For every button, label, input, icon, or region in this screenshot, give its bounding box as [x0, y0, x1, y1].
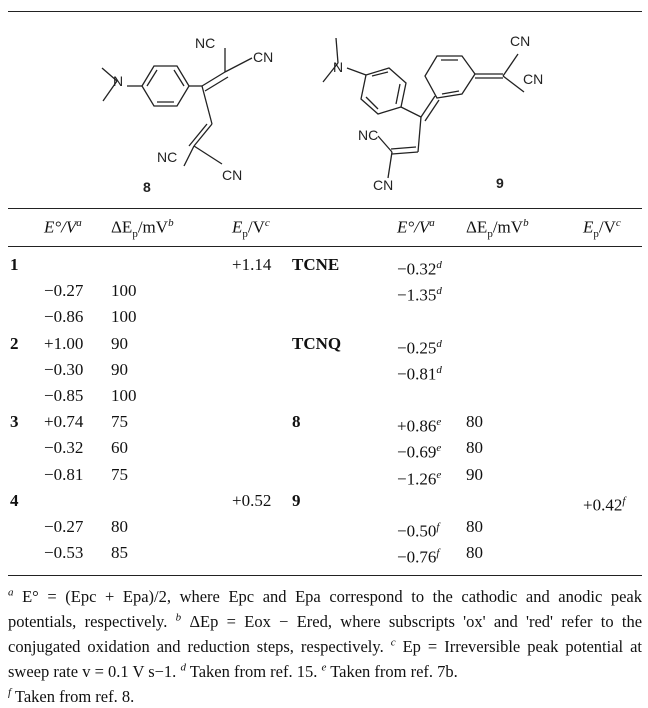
- left-row-7-e0: −0.32: [44, 438, 84, 458]
- structure-8-n: N: [113, 73, 123, 89]
- left-row-0-ep: +1.14: [232, 255, 272, 274]
- left-row-4-dep: 90: [111, 359, 128, 379]
- header-left-e0: E°/Va: [44, 217, 82, 237]
- left-row-2-dep: 100: [111, 307, 137, 327]
- left-row-11-e0: −0.53: [44, 543, 84, 563]
- left-row-0-compound: 1: [10, 255, 19, 274]
- left-row-8-e0: −0.81: [44, 464, 84, 484]
- left-row-1-e0: −0.27: [44, 281, 84, 301]
- right-row-0-e0: −0.32d: [397, 259, 442, 279]
- right-row-10-dep: 80: [466, 517, 483, 536]
- right-row-11-e0: −0.76f: [397, 547, 440, 567]
- left-row-3-dep: 90: [111, 333, 128, 353]
- structure-8-number: 8: [143, 179, 151, 195]
- structure-9-cn-top: CN: [510, 33, 530, 49]
- structure-9-nc-bottom: NC: [358, 127, 378, 143]
- table-bottom-rule: [8, 575, 642, 576]
- left-row-10-dep: 80: [111, 517, 128, 536]
- right-row-6-compound: 8: [292, 412, 301, 432]
- footnote-b: b ΔEp = Eox − Ered, where subscripts 'ox…: [8, 611, 643, 656]
- structure-9-cn-bottom: CN: [373, 177, 393, 193]
- right-row-8-dep: 90: [466, 464, 483, 484]
- left-row-5-e0: −0.85: [44, 386, 84, 405]
- left-row-10-e0: −0.27: [44, 517, 84, 536]
- structure-8-nc-bottom: NC: [157, 149, 177, 165]
- right-row-0-compound: TCNE: [292, 255, 340, 274]
- right-row-7-dep: 80: [466, 438, 483, 458]
- left-row-9-compound: 4: [10, 490, 19, 510]
- left-row-9-ep: +0.52: [232, 490, 272, 510]
- right-row-9-ep: +0.42f: [583, 494, 626, 515]
- structure-8-nc-top: NC: [195, 35, 215, 51]
- structure-8-cn-top: CN: [253, 49, 273, 65]
- right-row-3-e0: −0.25d: [397, 337, 442, 358]
- header-right-delta-ep: ΔEp/mVb: [466, 217, 529, 241]
- header-left-ep: Ep/Vc: [232, 217, 270, 241]
- left-row-8-dep: 75: [111, 464, 128, 484]
- right-row-1-e0: −1.35d: [397, 285, 442, 305]
- left-row-6-e0: +0.74: [44, 412, 84, 432]
- left-row-11-dep: 85: [111, 543, 128, 563]
- header-top-rule: [8, 208, 642, 209]
- left-row-4-e0: −0.30: [44, 359, 84, 379]
- left-row-2-e0: −0.86: [44, 307, 84, 327]
- right-row-3-compound: TCNQ: [292, 333, 342, 353]
- right-row-6-e0: +0.86e: [397, 416, 442, 436]
- left-row-3-e0: +1.00: [44, 333, 84, 353]
- footnote-e: e Taken from ref. 7b.: [321, 661, 458, 681]
- left-row-5-dep: 100: [111, 386, 137, 405]
- footnote-d: d Taken from ref. 15.: [180, 661, 318, 681]
- structure-9-cn-right: CN: [523, 71, 543, 87]
- left-row-7-dep: 60: [111, 438, 128, 458]
- header-right-e0: E°/Va: [397, 217, 435, 237]
- left-row-1-dep: 100: [111, 281, 137, 301]
- structures-panel: N NC CN NC CN 8 N CN CN NC CN 9: [101, 33, 543, 195]
- table-top-rule: [8, 11, 642, 13]
- footnotes: a E° = (Epc + Epa)/2, where Epc and Epa …: [8, 582, 642, 707]
- left-row-6-compound: 3: [10, 412, 19, 432]
- structure-8: [101, 48, 253, 167]
- right-row-11-dep: 80: [466, 543, 483, 563]
- left-row-6-dep: 75: [111, 412, 128, 432]
- right-row-10-e0: −0.50f: [397, 521, 440, 541]
- structure-8-cn-bottom: CN: [222, 167, 242, 183]
- right-row-7-e0: −0.69e: [397, 442, 442, 463]
- header-bottom-rule: [8, 246, 642, 247]
- header-left-delta-ep: ΔEp/mVb: [111, 217, 174, 241]
- structure-9-number: 9: [496, 175, 504, 191]
- structure-9: [322, 37, 525, 179]
- right-row-4-e0: −0.81d: [397, 363, 442, 384]
- structure-9-n: N: [333, 59, 343, 75]
- right-row-9-compound: 9: [292, 490, 301, 510]
- footnote-c: c Ep = Irreversible peak potential at sw…: [8, 636, 643, 681]
- header-right-ep: Ep/Vc: [583, 217, 621, 241]
- footnote-a: a E° = (Epc + Epa)/2, where Epc and Epa …: [8, 586, 642, 631]
- right-row-8-e0: −1.26e: [397, 468, 442, 489]
- left-row-3-compound: 2: [10, 333, 19, 353]
- right-row-6-dep: 80: [466, 412, 483, 432]
- footnote-f: f Taken from ref. 8.: [8, 686, 135, 706]
